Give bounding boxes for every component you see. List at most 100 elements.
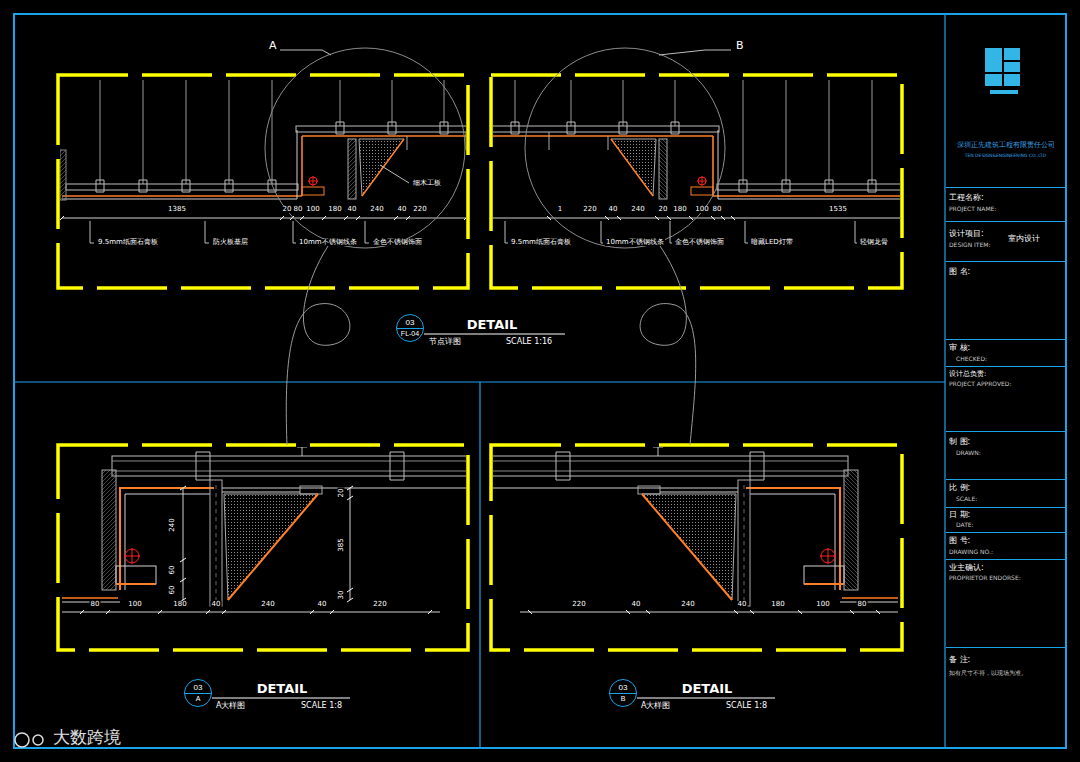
rect-shape bbox=[58, 445, 468, 650]
node-text: 备 注: bbox=[949, 656, 970, 664]
dimension-text: 60 bbox=[169, 585, 176, 596]
dimension-text: 100 bbox=[815, 601, 830, 608]
rect-shape bbox=[1004, 74, 1020, 86]
node-text: 03 bbox=[406, 319, 415, 327]
node-text: 03 bbox=[194, 684, 203, 692]
node-text: 比 例: bbox=[949, 484, 970, 492]
g-shape bbox=[62, 447, 466, 614]
annotation-text: 金色不锈钢饰面 bbox=[674, 239, 725, 246]
circle-shape bbox=[525, 48, 725, 248]
annotation-text: 10mm不锈钢线条 bbox=[298, 239, 358, 246]
dimension-text: 30 bbox=[338, 590, 345, 601]
node-text: 日 期: bbox=[949, 511, 970, 519]
dimension-text: 20 bbox=[658, 206, 669, 213]
node-text: SCALE: bbox=[956, 496, 977, 502]
annotation-text: 10mm不锈钢线条 bbox=[605, 239, 665, 246]
title-cell: 设计总负责:PROJECT APPROVED: bbox=[946, 367, 1065, 432]
rect-shape bbox=[1004, 62, 1020, 72]
dimension-text: 220 bbox=[582, 206, 597, 213]
path-shape bbox=[640, 246, 696, 445]
g-shape bbox=[60, 80, 466, 220]
logo-cell: 深圳正先建筑工程有限责任公司TEN DESIGN&ENGINEERING CO.… bbox=[946, 15, 1065, 188]
node-text: DRAWING NO.: bbox=[949, 549, 993, 555]
annotation-text: SCALE 1:8 bbox=[300, 702, 343, 710]
use-shape bbox=[493, 80, 900, 220]
node-text: TEN DESIGN&ENGINEERING CO.,LTD bbox=[965, 154, 1047, 159]
node-text: 工程名称: bbox=[949, 194, 984, 202]
annotation-text: 大数跨境 bbox=[52, 729, 122, 746]
annotation-text: 9.5mm纸面石膏板 bbox=[97, 239, 159, 246]
dimension-text: 20 bbox=[338, 488, 345, 499]
dimension-text: 240 bbox=[169, 517, 176, 532]
node-text: 业主确认: bbox=[949, 564, 984, 572]
node-text: B bbox=[621, 695, 626, 702]
title-cell: 日 期:DATE: bbox=[946, 508, 1065, 533]
dimension-text: 180 bbox=[770, 601, 785, 608]
annotation-text: 节点详图 bbox=[428, 338, 462, 346]
bubble-divider bbox=[397, 328, 423, 329]
path-shape bbox=[380, 165, 409, 183]
use-shape bbox=[62, 447, 466, 614]
node-text: DRAWN: bbox=[956, 450, 981, 456]
dimension-text: 240 bbox=[260, 601, 275, 608]
path-shape bbox=[212, 334, 775, 698]
dimension-text: 180 bbox=[672, 206, 687, 213]
annotation-text: DETAIL bbox=[681, 682, 734, 695]
dimension-text: 220 bbox=[372, 601, 387, 608]
dimension-text: 40 bbox=[608, 206, 619, 213]
dimension-text: 80 bbox=[90, 601, 101, 608]
dimension-text: 80 bbox=[712, 206, 723, 213]
node-text: 审 核: bbox=[949, 344, 970, 352]
dimension-text: 1 bbox=[557, 206, 563, 213]
dimension-text: 220 bbox=[571, 601, 586, 608]
node-text: A bbox=[196, 695, 201, 702]
annotation-text: 细木工板 bbox=[412, 180, 442, 187]
dimension-text: 100 bbox=[305, 206, 320, 213]
node-text: 制 图: bbox=[949, 438, 970, 446]
dimension-text: 1385 bbox=[167, 206, 187, 213]
use-shape bbox=[493, 447, 898, 614]
annotation-text: A大样图 bbox=[215, 702, 246, 710]
node-text: PROJECT NAME: bbox=[949, 206, 996, 212]
node-text: 设计总负责: bbox=[949, 371, 986, 378]
path-shape bbox=[180, 486, 353, 602]
annotation-text: DETAIL bbox=[256, 682, 309, 695]
rect-shape bbox=[990, 90, 1018, 94]
annotation-text: 轻钢龙骨 bbox=[859, 239, 889, 246]
dimension-text: 60 bbox=[169, 565, 176, 576]
dimension-text: 240 bbox=[680, 601, 695, 608]
node-text: 室内设计 bbox=[1008, 235, 1040, 243]
node-text: 图 名: bbox=[949, 268, 970, 276]
dimension-text: 180 bbox=[327, 206, 342, 213]
dimension-text: 40 bbox=[317, 601, 328, 608]
rect-shape bbox=[491, 445, 902, 650]
dimension-text: 100 bbox=[694, 206, 709, 213]
dimension-text: 385 bbox=[338, 537, 345, 552]
circle-shape bbox=[33, 735, 43, 745]
dimension-text: 100 bbox=[127, 601, 142, 608]
node-text: FL-04 bbox=[401, 330, 419, 337]
annotation-text: 防火板基层 bbox=[212, 239, 249, 246]
detail-bubble: 03B bbox=[609, 679, 637, 707]
dimension-text: 220 bbox=[412, 206, 427, 213]
detail-bubble: 03A bbox=[184, 679, 212, 707]
annotation-text: 9.5mm纸面石膏板 bbox=[510, 239, 572, 246]
bubble-divider bbox=[185, 693, 211, 694]
dimension-text: 240 bbox=[369, 206, 384, 213]
dimension-text: 40 bbox=[211, 601, 222, 608]
title-cell: 审 核: CHECKED: bbox=[946, 340, 1065, 367]
detail-bubble: 03FL-04 bbox=[396, 314, 424, 342]
g-shape bbox=[493, 447, 898, 614]
node-text: CHECKED: bbox=[956, 356, 987, 362]
node-text: 图 号: bbox=[949, 537, 970, 545]
rect-shape bbox=[985, 74, 1002, 86]
rect-shape bbox=[985, 48, 1002, 72]
use-shape bbox=[60, 80, 466, 220]
title-cell: 比 例: SCALE: bbox=[946, 480, 1065, 508]
node-text: 03 bbox=[619, 684, 628, 692]
dimension-text: 80 bbox=[857, 601, 868, 608]
annotation-text: SCALE 1:8 bbox=[725, 702, 768, 710]
dimension-text: 80 bbox=[293, 206, 304, 213]
